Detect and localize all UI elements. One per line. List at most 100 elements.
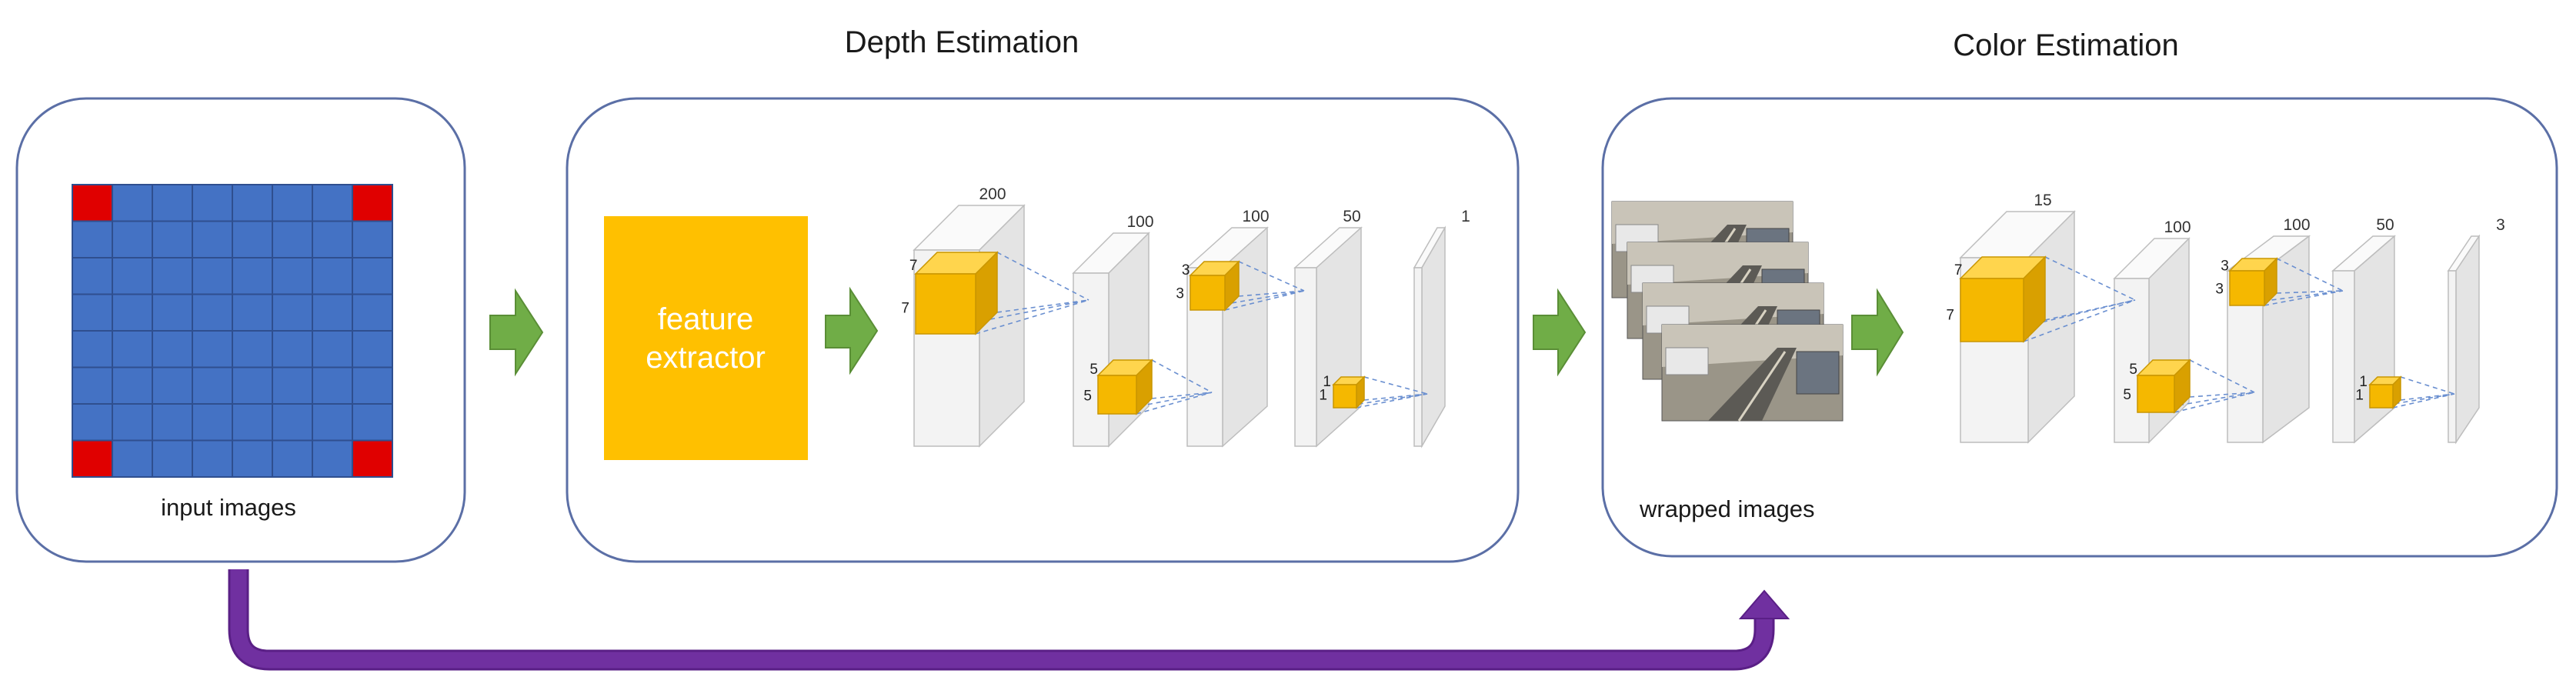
kernel-projection-line <box>1224 290 1305 311</box>
grid-cell <box>232 330 273 369</box>
kernel-front <box>2137 375 2175 413</box>
layer-channel-label: 1 <box>1461 208 1470 225</box>
grid-cell <box>112 439 153 478</box>
grid-cell <box>272 330 313 369</box>
feature-extractor-label-line1: feature <box>658 302 754 336</box>
layer-front-face <box>1413 267 1423 447</box>
kernel-projection-line <box>1136 392 1213 415</box>
grid-cell <box>272 366 313 405</box>
grid-cell <box>112 293 153 332</box>
grid-cell <box>152 366 193 405</box>
grid-cell <box>312 220 353 258</box>
wrapped-images-label: wrapped images <box>1639 495 1814 522</box>
arrow-extractor-to-network <box>825 286 879 375</box>
kernel-projection-line <box>1363 376 1428 395</box>
grid-cell-corner <box>72 184 113 222</box>
grid-cell <box>232 257 273 295</box>
grid-cell <box>312 330 353 369</box>
grid-cell <box>232 293 273 332</box>
kernel-height-label: 7 <box>1954 262 1963 278</box>
skip-connection-arrowhead <box>1738 589 1790 619</box>
grid-cell <box>312 184 353 222</box>
kernel-projection-line <box>2023 299 2136 342</box>
layer-front-face <box>2332 270 2355 443</box>
grid-cell <box>272 439 313 478</box>
grid-cell <box>272 220 313 258</box>
layer-channel-label: 100 <box>2283 216 2310 234</box>
arrow-input-to-depth <box>489 288 544 377</box>
grid-cell <box>272 184 313 222</box>
kernel-projection-line <box>1363 393 1428 401</box>
grid-cell <box>152 330 193 369</box>
kernel-projection-line <box>2189 392 2255 398</box>
arrow-wrapped-to-network <box>1851 288 1904 377</box>
grid-cell <box>192 257 233 295</box>
kernel-height-label: 1 <box>2359 374 2367 390</box>
kernel-width-label: 7 <box>901 301 909 317</box>
kernel-height-label: 3 <box>2221 258 2229 275</box>
grid-cell <box>152 439 193 478</box>
layer-front-face <box>1073 272 1109 447</box>
kernel-projection-line <box>1356 393 1428 409</box>
layer-side-face <box>2354 235 2395 444</box>
kernel-width-label: 7 <box>1946 307 1954 323</box>
tile-road-line <box>1737 351 1787 422</box>
grid-cell <box>192 366 233 405</box>
grid-cell <box>152 403 193 442</box>
feature-extractor-label-line2: extractor <box>646 341 766 375</box>
grid-cell <box>192 403 233 442</box>
grid-cell <box>192 184 233 222</box>
grid-cell <box>112 257 153 295</box>
layer-channel-label: 100 <box>1126 213 1153 231</box>
grid-cell <box>72 330 113 369</box>
layer-channel-label: 50 <box>2376 216 2394 234</box>
grid-cell <box>72 403 113 442</box>
kernel-height-label: 1 <box>1323 374 1331 390</box>
kernel-projection-line <box>996 252 1089 301</box>
kernel-width-label: 1 <box>1319 388 1327 404</box>
kernel-width-label: 5 <box>2123 387 2131 403</box>
kernel-height-label: 3 <box>1182 262 1190 278</box>
grid-cell <box>192 293 233 332</box>
kernel-projection-line <box>1151 392 1213 399</box>
grid-cell <box>272 257 313 295</box>
grid-cell <box>232 439 273 478</box>
kernel-width-label: 5 <box>1083 389 1092 405</box>
kernel-front <box>2229 270 2265 306</box>
grid-cell <box>352 366 393 405</box>
grid-cell <box>312 439 353 478</box>
kernel-front <box>915 273 976 335</box>
grid-cell <box>312 257 353 295</box>
grid-cell <box>72 366 113 405</box>
skip-connection-arrow <box>230 569 1773 669</box>
grid-cell <box>232 184 273 222</box>
kernel-front <box>1960 278 2024 342</box>
layer-front-face <box>1294 267 1317 447</box>
grid-cell <box>152 184 193 222</box>
kernel-projection-line <box>1151 359 1213 393</box>
layer-channel-label: 200 <box>979 185 1006 203</box>
kernel-projection-line <box>2369 393 2455 409</box>
color-estimation-panel <box>1601 97 2558 558</box>
layer-channel-label: 50 <box>1343 208 1360 225</box>
grid-cell <box>192 220 233 258</box>
kernel-projection-line <box>2189 359 2255 393</box>
grid-cell <box>352 403 393 442</box>
grid-cell <box>352 257 393 295</box>
grid-cell <box>232 403 273 442</box>
grid-cell <box>72 220 113 258</box>
kernel-width-label: 3 <box>1176 285 1184 302</box>
kernel-width-label: 3 <box>2215 281 2224 297</box>
kernel-height-label: 5 <box>2129 362 2137 378</box>
kernel-projection-line <box>996 299 1089 313</box>
kernel-projection-line <box>1238 290 1305 297</box>
layer-channel-label: 100 <box>1242 208 1269 225</box>
grid-cell <box>192 330 233 369</box>
grid-cell <box>72 293 113 332</box>
grid-cell-corner <box>72 439 113 478</box>
grid-cell <box>152 257 193 295</box>
wrapped-images-stack <box>1611 201 1844 422</box>
kernel-projection-line <box>2276 258 2344 292</box>
